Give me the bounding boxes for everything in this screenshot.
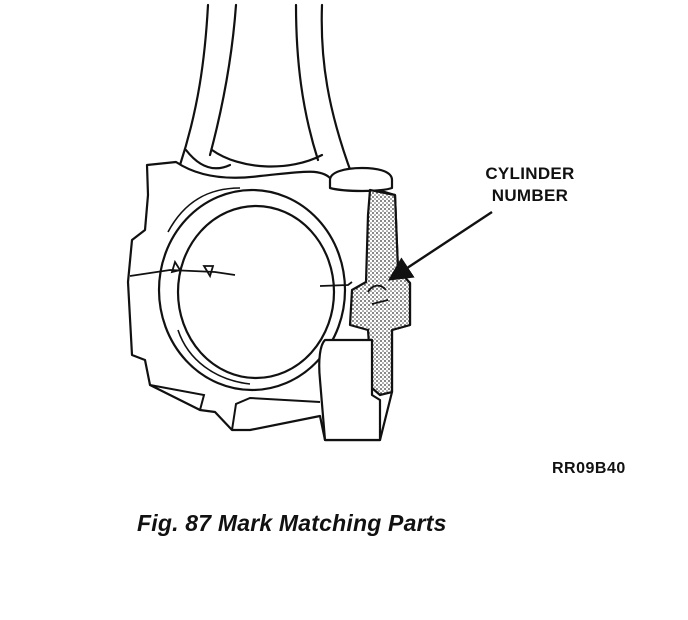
bolt-boss: [318, 166, 412, 442]
callout-arrow: [387, 210, 493, 281]
rod-beam: [178, 3, 354, 177]
reference-code: RR09B40: [552, 460, 626, 477]
callout-line-1: CYLINDER: [485, 164, 575, 183]
callout-line-2: NUMBER: [491, 186, 569, 205]
cylinder-number-stamp: [367, 284, 389, 305]
figure-caption: Fig. 87 Mark Matching Parts: [137, 510, 447, 536]
bearing-bore: [157, 187, 347, 392]
cap-feet: [149, 384, 321, 431]
cylinder-number-callout: CYLINDER NUMBER: [470, 163, 590, 207]
parting-line: [129, 259, 353, 287]
